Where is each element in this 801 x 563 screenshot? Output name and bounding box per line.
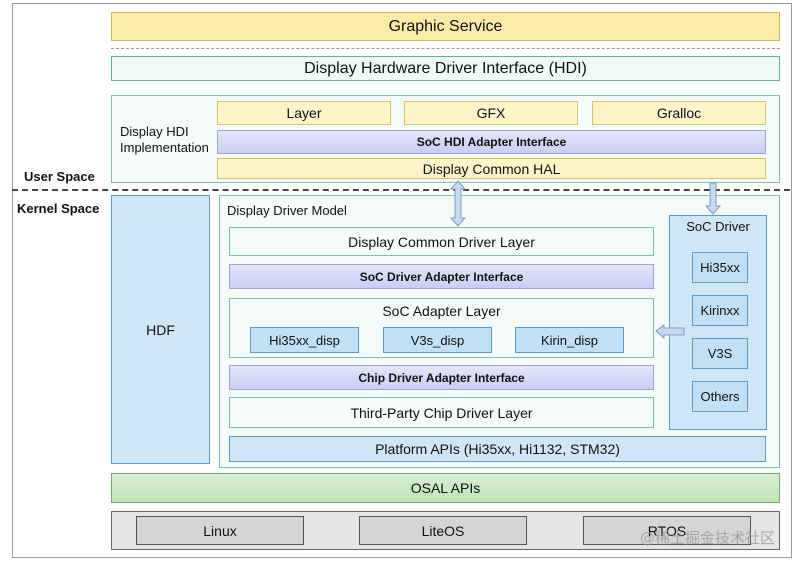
soc-hdi-adapter-interface: SoC HDI Adapter Interface (217, 130, 766, 154)
linux-box: Linux (136, 516, 304, 545)
driver-model-title: Display Driver Model (227, 203, 347, 218)
display-common-hal: Display Common HAL (217, 158, 766, 179)
liteos-box: LiteOS (359, 516, 527, 545)
osal-apis-box: OSAL APIs (111, 473, 780, 503)
third-party-chip-driver-layer: Third-Party Chip Driver Layer (229, 397, 654, 428)
hdi-impl-label-line1: Display HDI (120, 124, 189, 139)
soc-driver-item-kirinxx: Kirinxx (692, 295, 748, 326)
kernel-space-label: Kernel Space (17, 201, 100, 216)
hdi-implementation-label: Display HDI Implementation (120, 124, 220, 156)
rtos-box: RTOS (583, 516, 751, 545)
hdi-box: Display Hardware Driver Interface (HDI) (111, 56, 780, 81)
watermark: @稀土掘金技术社区 (640, 529, 776, 547)
gralloc-box: Gralloc (592, 101, 766, 125)
soc-driver-item-others: Others (692, 381, 748, 412)
hdi-impl-label-line2: Implementation (120, 140, 209, 155)
common-driver-layer: Display Common Driver Layer (229, 227, 654, 256)
hdf-box: HDF (111, 195, 210, 464)
soc-driver-title: SoC Driver (686, 219, 750, 234)
gfx-box: GFX (404, 101, 578, 125)
soc-adapter-layer-title: SoC Adapter Layer (382, 303, 501, 319)
user-space-label: User Space (24, 169, 95, 184)
chip-driver-adapter-interface: Chip Driver Adapter Interface (229, 365, 654, 390)
soc-driver-adapter-interface: SoC Driver Adapter Interface (229, 264, 654, 289)
user-kernel-divider (12, 189, 790, 191)
diagram-frame (12, 3, 792, 558)
platform-apis-box: Platform APIs (Hi35xx, Hi1132, STM32) (229, 436, 766, 462)
graphic-service-box: Graphic Service (111, 12, 780, 41)
layer-box: Layer (217, 101, 391, 125)
divider-line (111, 48, 780, 49)
kirin-disp-box: Kirin_disp (515, 327, 624, 353)
soc-driver-item-v3s: V3S (692, 338, 748, 369)
soc-driver-item-hi35xx: Hi35xx (692, 252, 748, 283)
hi35xx-disp-box: Hi35xx_disp (250, 327, 359, 353)
v3s-disp-box: V3s_disp (383, 327, 492, 353)
